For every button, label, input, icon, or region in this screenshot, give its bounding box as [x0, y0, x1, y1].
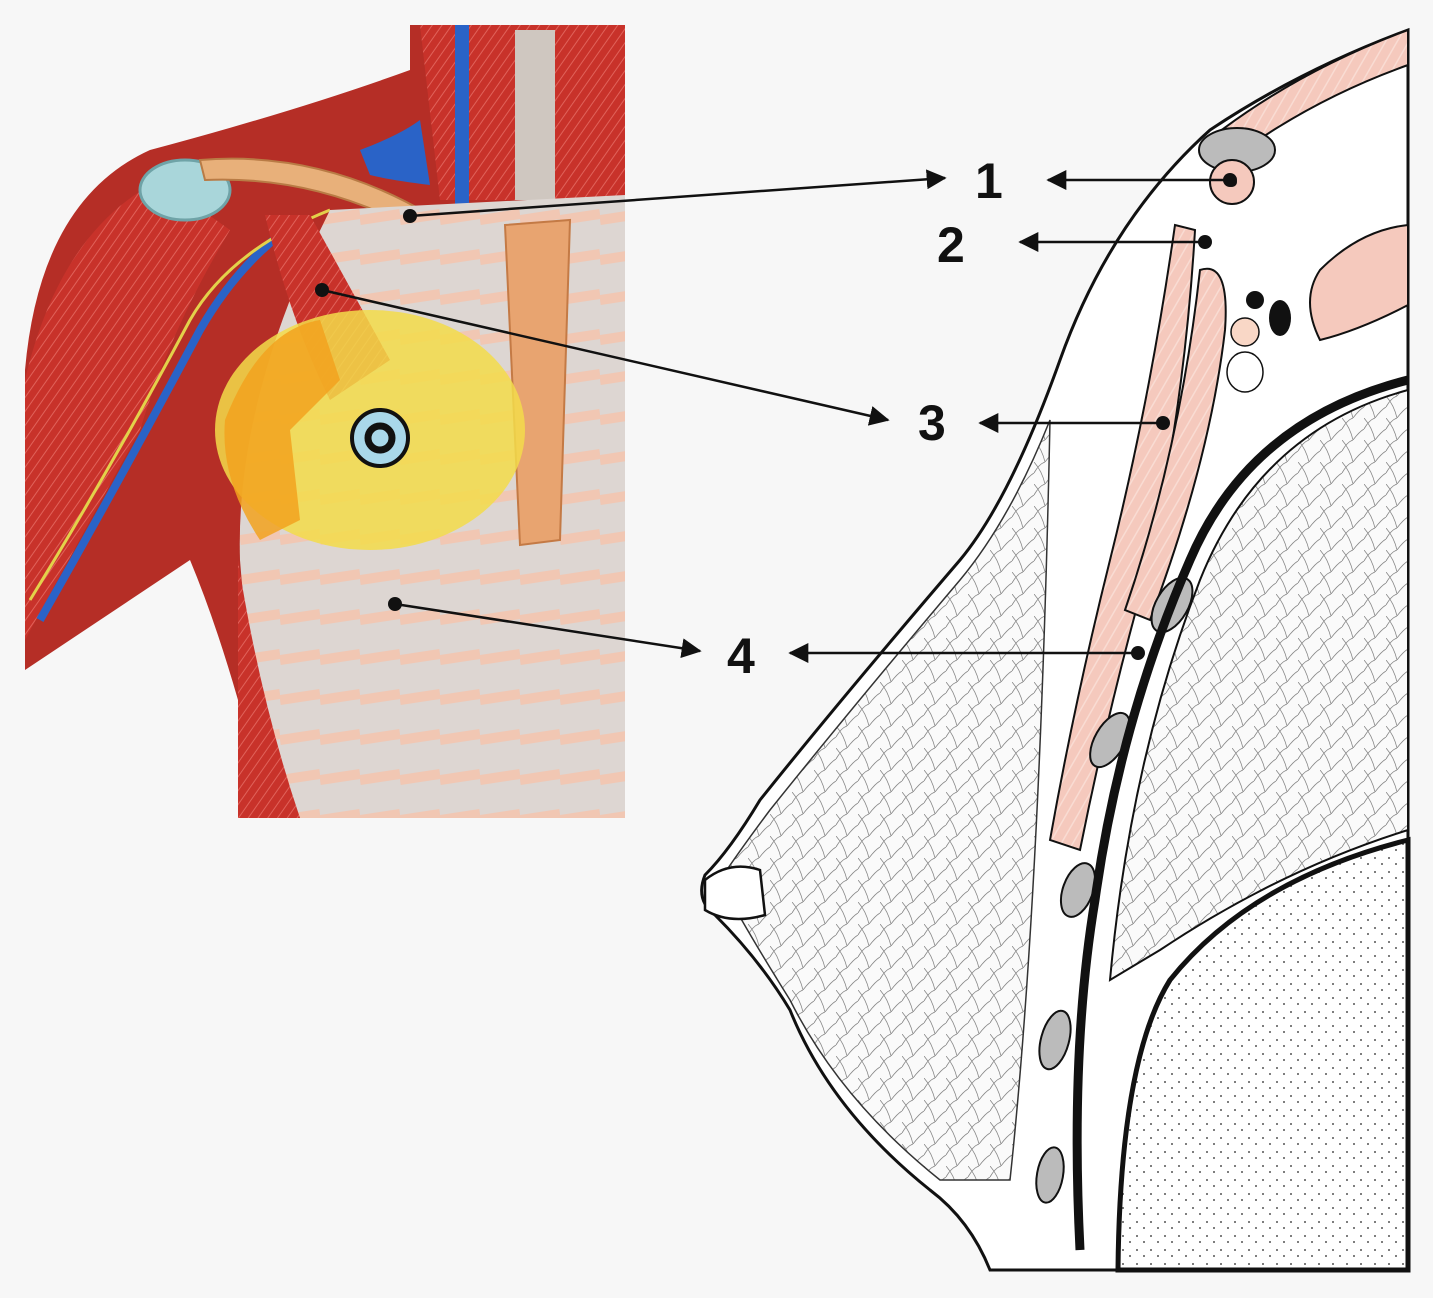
arm-nerves — [28, 208, 331, 601]
leader-1-left — [409, 169, 947, 218]
jugular-vein — [455, 25, 469, 205]
vessel-pale-1 — [1230, 317, 1260, 347]
label-2: 2 — [937, 217, 965, 273]
label-1: 1 — [975, 153, 1003, 209]
label-4: 4 — [727, 628, 755, 684]
leader-dots — [315, 173, 1237, 660]
trachea — [515, 30, 555, 200]
breast-glandular-tissue — [719, 419, 1051, 1181]
leader-4-left — [394, 602, 702, 659]
vessel-black-2 — [1269, 300, 1291, 336]
leader-lines — [321, 169, 1230, 663]
vessel-pale-2 — [1226, 351, 1264, 393]
subclavian-vein — [360, 120, 430, 185]
nipple — [703, 865, 767, 921]
pleura-line — [1072, 375, 1410, 1251]
pectoralis-minor-section — [1123, 267, 1227, 622]
arm-vessels — [36, 216, 303, 622]
label-3: 3 — [918, 395, 946, 451]
leader-3-left — [321, 288, 890, 426]
target-marker-outer — [350, 408, 410, 468]
highlight-zone-orange — [224, 320, 340, 540]
target-marker-inner — [364, 422, 396, 454]
abdominal-organ — [1115, 836, 1411, 1273]
vessel-black-1 — [1246, 291, 1264, 309]
lung — [1108, 388, 1409, 982]
serratus-muscles — [238, 560, 300, 818]
sagittal-section-illustration — [700, 27, 1411, 1273]
anterior-chest-illustration — [25, 25, 625, 818]
subscapular-muscle — [1309, 223, 1409, 342]
